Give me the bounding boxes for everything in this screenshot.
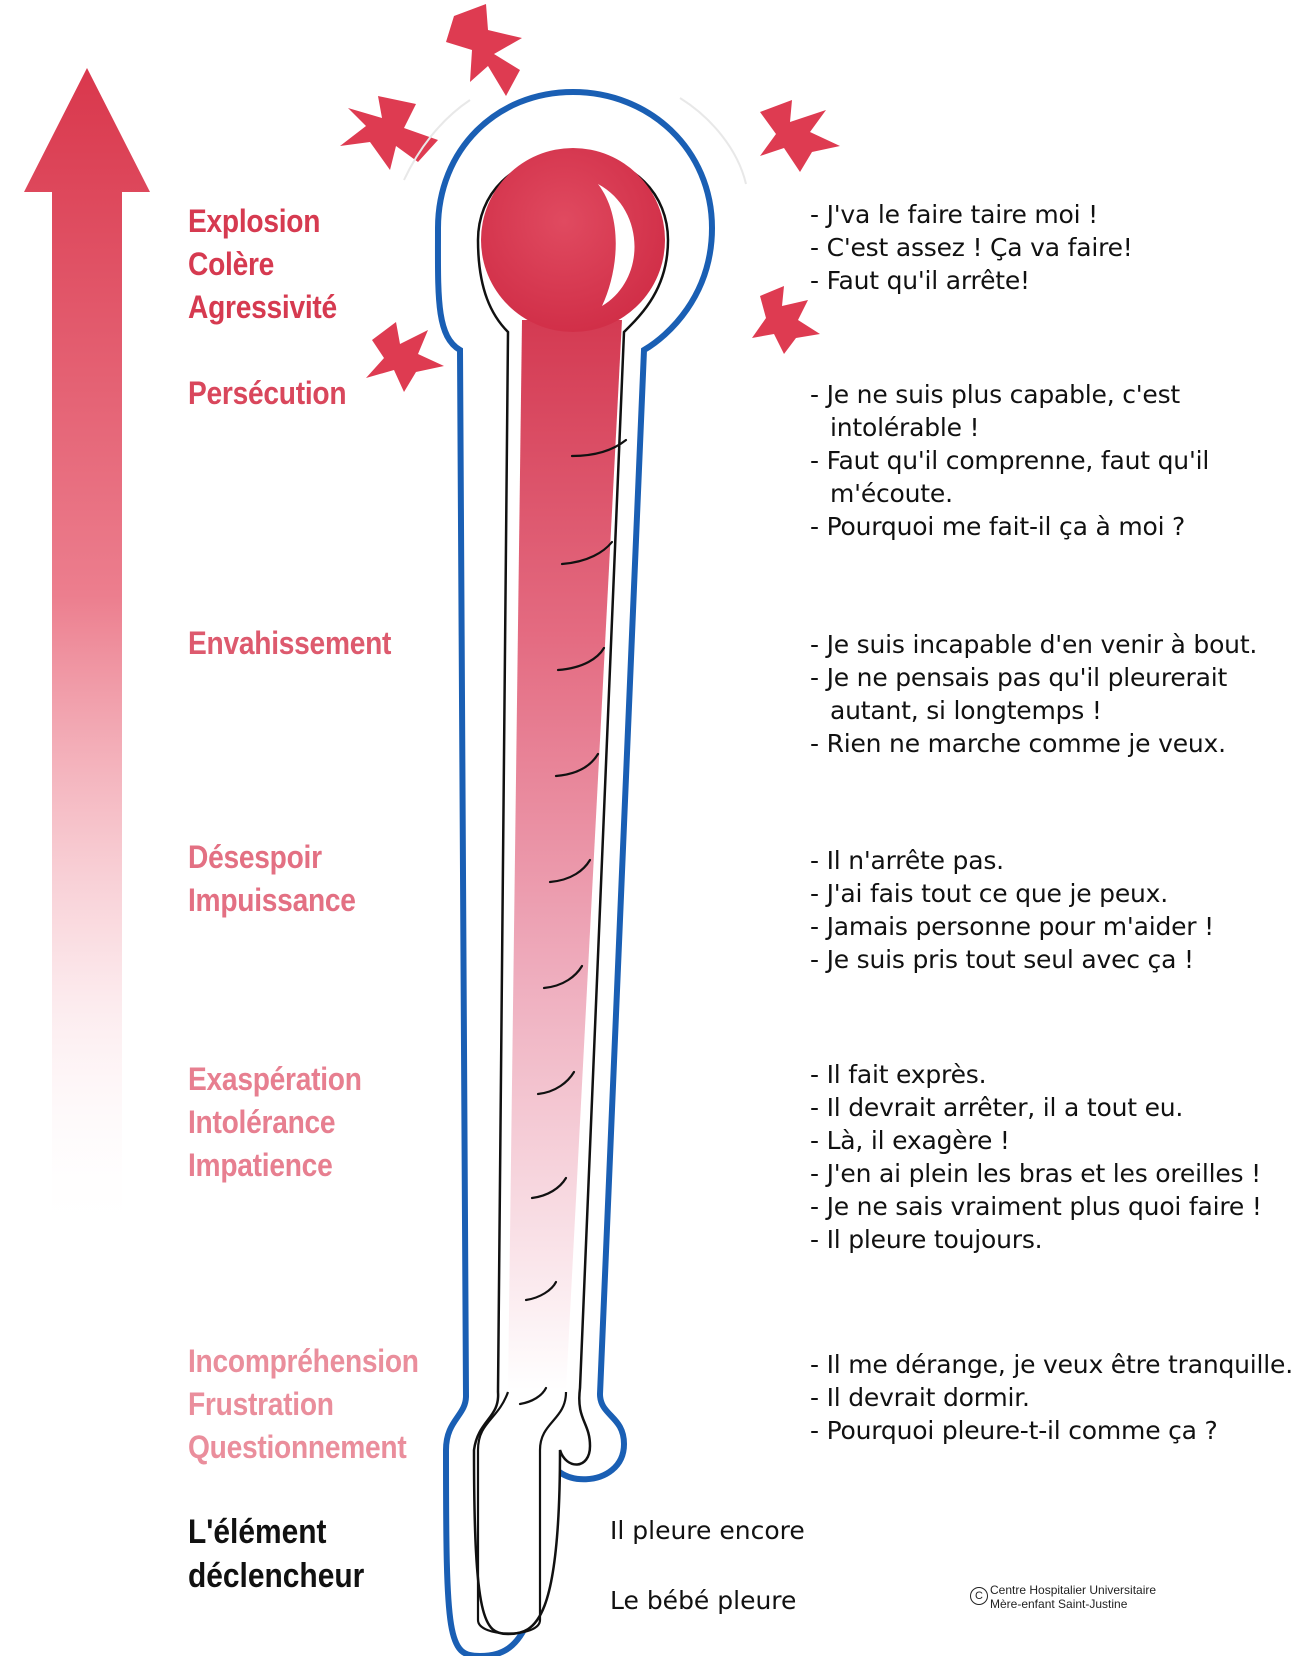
quote-line: - Pourquoi pleure-t-il comme ça ? bbox=[810, 1414, 1293, 1447]
quote-line: - Il devrait arrêter, il a tout eu. bbox=[810, 1091, 1262, 1124]
thermometer-icon bbox=[404, 92, 746, 1656]
quotes-explosion: - J'va le faire taire moi ! - C'est asse… bbox=[810, 198, 1133, 297]
quote-line: - Là, il exagère ! bbox=[810, 1124, 1262, 1157]
stage-label: Impuissance bbox=[188, 879, 356, 922]
quote-line: - J'va le faire taire moi ! bbox=[810, 198, 1133, 231]
quotes-desespoir: - Il n'arrête pas. - J'ai fais tout ce q… bbox=[810, 844, 1214, 976]
quote-line: - Il fait exprès. bbox=[810, 1058, 1262, 1091]
stage-incomprehension: Incompréhension Frustration Questionneme… bbox=[188, 1340, 419, 1469]
quote-line: - Faut qu'il comprenne, faut qu'il bbox=[810, 444, 1209, 477]
quote-line: m'écoute. bbox=[810, 477, 1209, 510]
quote-line: - Je ne suis plus capable, c'est bbox=[810, 378, 1209, 411]
caption-baby-cries: Le bébé pleure bbox=[610, 1586, 796, 1615]
stage-explosion: Explosion Colère Agressivité bbox=[188, 200, 337, 329]
copyright-icon: C bbox=[970, 1587, 988, 1605]
stage-exasperation: Exaspération Intolérance Impatience bbox=[188, 1058, 362, 1187]
stage-label: Persécution bbox=[188, 372, 346, 415]
stage-label: Envahissement bbox=[188, 622, 391, 665]
quote-line: - Il devrait dormir. bbox=[810, 1381, 1293, 1414]
quotes-persecution: - Je ne suis plus capable, c'est intolér… bbox=[810, 378, 1209, 543]
quote-line: - C'est assez ! Ça va faire! bbox=[810, 231, 1133, 264]
credit: C Centre Hospitalier Universitaire Mère-… bbox=[990, 1583, 1156, 1611]
quote-line: - Rien ne marche comme je veux. bbox=[810, 727, 1257, 760]
quote-line: - J'en ai plein les bras et les oreilles… bbox=[810, 1157, 1262, 1190]
quote-line: - Faut qu'il arrête! bbox=[810, 264, 1133, 297]
trigger-line: L'élément bbox=[188, 1510, 364, 1554]
stage-label: Agressivité bbox=[188, 286, 337, 329]
quote-line: - Jamais personne pour m'aider ! bbox=[810, 910, 1214, 943]
quote-line: - J'ai fais tout ce que je peux. bbox=[810, 877, 1214, 910]
quote-line: autant, si longtemps ! bbox=[810, 694, 1257, 727]
quote-line: - Je suis incapable d'en venir à bout. bbox=[810, 628, 1257, 661]
credit-line: Mère-enfant Saint-Justine bbox=[990, 1597, 1156, 1611]
stage-label: Explosion bbox=[188, 200, 337, 243]
quotes-envahissement: - Je suis incapable d'en venir à bout. -… bbox=[810, 628, 1257, 760]
stage-persecution: Persécution bbox=[188, 372, 346, 415]
caption-cries-again: Il pleure encore bbox=[610, 1516, 805, 1545]
quotes-incomprehension: - Il me dérange, je veux être tranquille… bbox=[810, 1348, 1293, 1447]
stage-label: Incompréhension bbox=[188, 1340, 419, 1383]
trigger-line: déclencheur bbox=[188, 1554, 364, 1598]
up-arrow-icon bbox=[24, 68, 150, 1240]
stage-label: Désespoir bbox=[188, 836, 356, 879]
quote-line: - Je ne pensais pas qu'il pleurerait bbox=[810, 661, 1257, 694]
credit-line: Centre Hospitalier Universitaire bbox=[990, 1583, 1156, 1597]
quote-line: - Il pleure toujours. bbox=[810, 1223, 1262, 1256]
stage-label: Intolérance bbox=[188, 1101, 362, 1144]
quote-line: - Pourquoi me fait-il ça à moi ? bbox=[810, 510, 1209, 543]
stage-label: Frustration bbox=[188, 1383, 419, 1426]
stage-desespoir: Désespoir Impuissance bbox=[188, 836, 356, 922]
stage-label: Colère bbox=[188, 243, 337, 286]
stage-label: Impatience bbox=[188, 1144, 362, 1187]
quotes-exasperation: - Il fait exprès. - Il devrait arrêter, … bbox=[810, 1058, 1262, 1256]
stage-envahissement: Envahissement bbox=[188, 622, 391, 665]
stage-label: Questionnement bbox=[188, 1426, 419, 1469]
quote-line: - Je ne sais vraiment plus quoi faire ! bbox=[810, 1190, 1262, 1223]
stage-label: Exaspération bbox=[188, 1058, 362, 1101]
trigger-label: L'élément déclencheur bbox=[188, 1510, 364, 1598]
quote-line: - Il me dérange, je veux être tranquille… bbox=[810, 1348, 1293, 1381]
quote-line: - Il n'arrête pas. bbox=[810, 844, 1214, 877]
quote-line: - Je suis pris tout seul avec ça ! bbox=[810, 943, 1214, 976]
quote-line: intolérable ! bbox=[810, 411, 1209, 444]
